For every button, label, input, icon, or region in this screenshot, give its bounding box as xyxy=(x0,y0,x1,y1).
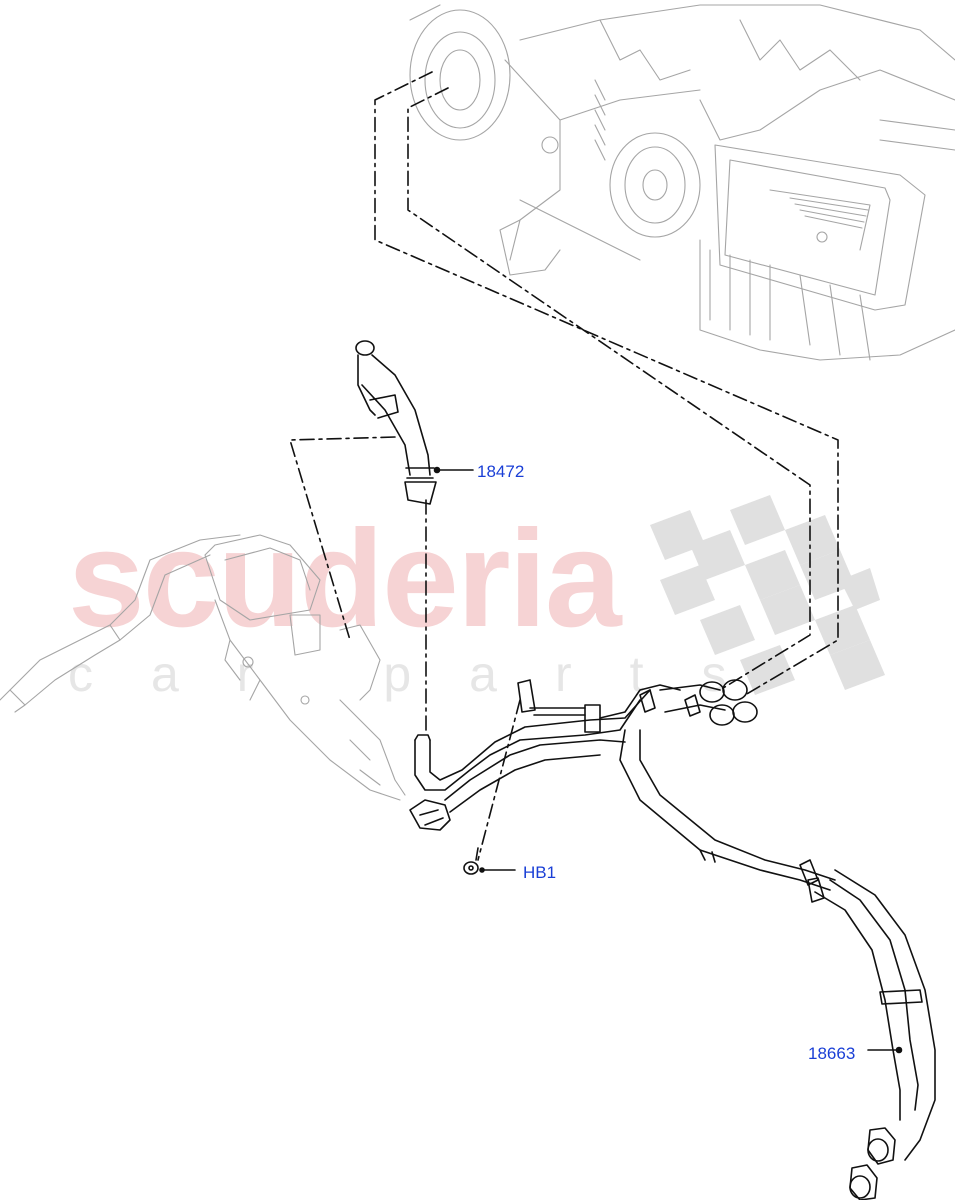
bolt-hb1 xyxy=(463,847,516,875)
callout-18663[interactable]: 18663 xyxy=(808,1044,856,1063)
callout-18472[interactable]: 18472 xyxy=(477,462,525,481)
watermark-brand: scuderia xyxy=(68,502,622,656)
hvac-unit-ghost xyxy=(409,4,955,361)
callout-hb1[interactable]: HB1 xyxy=(523,863,557,882)
heater-hose-assembly-18663 xyxy=(409,679,936,1200)
hose-18472 xyxy=(355,340,474,505)
valve-assembly-ghost xyxy=(0,534,406,801)
watermark-sub: car parts xyxy=(68,646,785,702)
assembly-leader-lines xyxy=(289,71,839,861)
